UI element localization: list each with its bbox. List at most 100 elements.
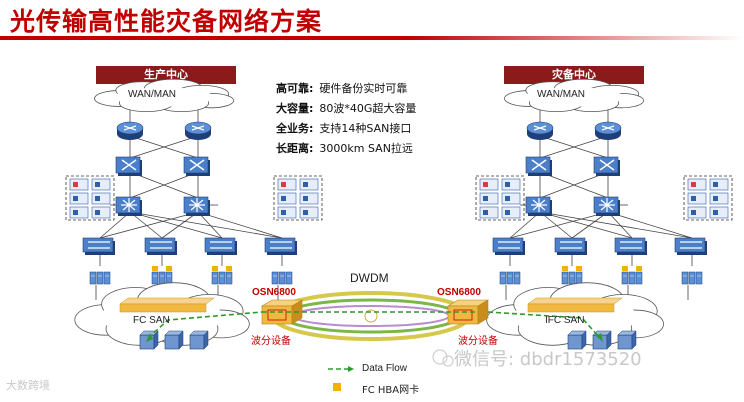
feature-item: 长距离:3000km SAN拉远 <box>276 140 466 156</box>
storage-side <box>153 330 159 350</box>
feature-key: 大容量: <box>276 102 314 115</box>
switch-arrows <box>560 241 582 249</box>
appliance-group <box>65 175 115 221</box>
switch-arrows <box>531 159 547 171</box>
legend-data-flow: Data Flow <box>362 363 408 374</box>
feature-value: 硬件备份实时可靠 <box>319 82 408 95</box>
appliance-module <box>277 206 297 219</box>
core-switch-icon <box>183 196 210 216</box>
server-unit <box>278 271 286 285</box>
disaster-san-cloud <box>486 282 664 346</box>
title-rule <box>0 36 744 40</box>
server-unit <box>499 271 507 285</box>
san-bar-top <box>527 297 623 305</box>
disaster-san-label: IFC SAN <box>545 315 585 326</box>
hba-icon <box>562 266 568 271</box>
server-unit <box>271 271 279 285</box>
appliance-indicator <box>691 210 696 215</box>
appliance-module <box>501 192 521 205</box>
disaster-osn6800 <box>446 299 490 325</box>
feature-item: 高可靠:硬件备份实时可靠 <box>276 80 466 96</box>
server-unit <box>218 271 226 285</box>
san-bar-front <box>527 303 615 313</box>
server-icon <box>681 271 703 285</box>
server-unit <box>561 271 569 285</box>
link-line <box>129 171 199 199</box>
appliance-indicator <box>281 196 286 201</box>
appliance-module <box>69 178 89 191</box>
disaster-wan-label: WAN/MAN <box>537 89 585 100</box>
switch-face <box>264 237 296 253</box>
dwdm-center-mark <box>364 309 378 323</box>
server-unit <box>568 271 576 285</box>
feature-item: 全业务:支持14种SAN接口 <box>276 120 466 136</box>
disaster-oadm-label: 波分设备 <box>458 336 498 347</box>
cloud-fill <box>524 87 624 107</box>
link-line <box>129 211 163 239</box>
router-arrows <box>601 125 615 131</box>
switch-arrows <box>599 159 615 171</box>
router-arrows <box>123 125 137 131</box>
wdm-port <box>453 309 473 321</box>
appliance-indicator <box>95 182 100 187</box>
storage-icon <box>617 330 637 350</box>
core-switch-icon <box>525 196 552 216</box>
link-line <box>607 211 693 239</box>
appliance-module <box>91 192 111 205</box>
appliance-indicator <box>713 210 718 215</box>
appliance-frame <box>475 175 525 221</box>
appliance-module <box>479 192 499 205</box>
legend-flow-arrow <box>348 366 354 372</box>
storage-icon <box>592 330 612 350</box>
dwdm-label: DWDM <box>350 271 389 285</box>
appliance-module <box>299 192 319 205</box>
disaster-osn-label: OSN6800 <box>437 287 481 298</box>
feature-value: 3000km SAN拉远 <box>319 142 413 155</box>
appliance-group <box>273 175 323 221</box>
server-unit <box>225 271 233 285</box>
server-icon <box>499 271 521 285</box>
watermark-corner: 大数跨境 <box>6 379 50 392</box>
distribution-switch-icon <box>115 156 142 176</box>
link-line <box>539 171 609 199</box>
access-switch-icon <box>204 237 237 255</box>
server-icon <box>561 271 583 285</box>
watermark: 微信号: dbdr1573520 <box>454 349 642 370</box>
wdm-front <box>447 305 479 325</box>
appliance-indicator <box>483 196 488 201</box>
switch-arrows <box>189 159 205 171</box>
core-switch-icon <box>593 196 620 216</box>
switch-face <box>614 237 646 253</box>
switch-arrows <box>121 159 137 171</box>
core-switch-icon <box>115 196 142 216</box>
access-switch-icon <box>614 237 647 255</box>
appliance-indicator <box>483 210 488 215</box>
switch-arrows <box>620 241 642 249</box>
wechat-icon <box>432 349 448 365</box>
appliance-module <box>709 206 729 219</box>
appliance-indicator <box>505 210 510 215</box>
hba-icon <box>576 266 582 271</box>
appliance-module <box>687 206 707 219</box>
server-unit <box>513 271 521 285</box>
wechat-icon-bubble <box>442 355 454 367</box>
appliance-module <box>479 206 499 219</box>
appliance-module <box>709 192 729 205</box>
switch-face <box>144 237 176 253</box>
dwdm-ring-inner <box>281 298 461 334</box>
server-unit <box>96 271 104 285</box>
server-unit <box>635 271 643 285</box>
storage-icon <box>567 330 587 350</box>
server-unit <box>103 271 111 285</box>
server-unit <box>575 271 583 285</box>
hba-icon <box>226 266 232 271</box>
appliance-group <box>683 175 733 221</box>
link-line <box>161 211 199 239</box>
link-line <box>539 135 609 159</box>
router-icon <box>116 121 144 140</box>
appliance-module <box>69 206 89 219</box>
production-center-label: 生产中心 <box>96 66 236 84</box>
appliance-module <box>501 178 521 191</box>
router-arrows <box>191 125 205 131</box>
switch-arrows <box>270 241 292 249</box>
